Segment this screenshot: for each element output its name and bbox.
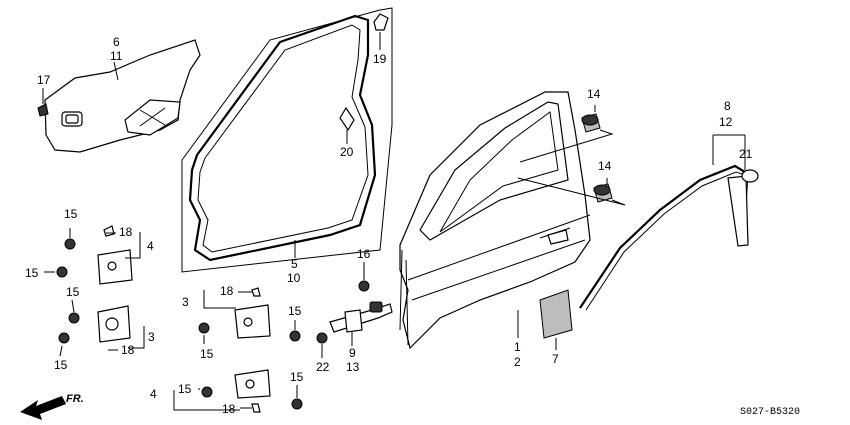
- callout-c24: 15: [200, 347, 214, 361]
- callout-c7: 10: [287, 271, 301, 285]
- bolts-15-center: [198, 322, 303, 410]
- clip-21: [741, 169, 759, 183]
- callout-c33: 15: [178, 382, 192, 396]
- callout-c1: 6: [113, 35, 120, 49]
- leaders-hinge-center: [173, 290, 298, 411]
- clip-20: [339, 106, 355, 132]
- leader-6: [113, 61, 119, 81]
- clip-17: [37, 103, 49, 117]
- leader-8: [712, 134, 746, 170]
- callout-c31: 7: [552, 352, 559, 366]
- callout-c17: 15: [66, 285, 80, 299]
- clip-19: [373, 13, 389, 31]
- lower-hinge-door: [97, 305, 131, 343]
- callout-c21: 3: [182, 295, 189, 309]
- callout-c15: 4: [147, 239, 154, 253]
- door-stop-rubber-upper: [581, 113, 601, 133]
- door-weatherstrip-frame: [181, 7, 393, 273]
- checker-bolt-16: [358, 262, 370, 292]
- callout-c14: 18: [119, 225, 133, 239]
- door-body: [399, 91, 591, 350]
- callout-c30: 2: [514, 355, 521, 369]
- callout-c20: 3: [148, 330, 155, 344]
- callout-c19: 18: [121, 343, 135, 357]
- callout-c6: 5: [291, 257, 298, 271]
- callout-c2: 11: [110, 49, 123, 63]
- callout-labels: 6 11 17 19 20 5 10 14 14 8 12 21 15 18 4…: [25, 35, 753, 416]
- callout-c16: 15: [25, 266, 39, 280]
- callout-c34: 18: [222, 402, 236, 416]
- checker-bolt-22: [316, 332, 328, 358]
- bolts-15-left: [44, 228, 80, 357]
- callout-c9: 14: [598, 159, 612, 173]
- callout-c28: 22: [316, 360, 330, 374]
- callout-c22: 18: [220, 284, 234, 298]
- front-direction-arrow: [20, 396, 66, 420]
- direction-label: FR.: [66, 393, 84, 405]
- door-stop-rubber-lower: [593, 183, 613, 203]
- callout-c32: 4: [150, 387, 157, 401]
- protector-7: [539, 289, 573, 339]
- callout-c26: 9: [349, 346, 356, 360]
- callout-c25: 16: [357, 247, 371, 261]
- door-checker: [329, 301, 393, 333]
- door-panel-shield: [44, 39, 201, 153]
- upper-hinge-door: [97, 225, 133, 285]
- callout-c11: 12: [719, 115, 733, 129]
- callout-c10: 8: [724, 99, 731, 113]
- callout-c29: 1: [514, 340, 521, 354]
- callout-c4: 19: [373, 52, 387, 66]
- sash-molding: [579, 164, 749, 311]
- callout-c23: 15: [288, 304, 302, 318]
- callout-c35: 15: [290, 370, 304, 384]
- body-hinge-upper: [234, 287, 271, 339]
- leaders-hinge-left: [106, 232, 145, 351]
- callout-c27: 13: [346, 360, 360, 374]
- leaders-14: [517, 105, 626, 206]
- body-hinge-lower: [234, 369, 271, 413]
- callout-c13: 15: [64, 207, 78, 221]
- callout-c8: 14: [587, 87, 601, 101]
- diagram-code: S027-B5320: [740, 407, 800, 418]
- callout-c3: 17: [37, 73, 51, 87]
- callout-c12: 21: [739, 147, 753, 161]
- callout-c18: 15: [54, 358, 68, 372]
- callout-c5: 20: [340, 145, 354, 159]
